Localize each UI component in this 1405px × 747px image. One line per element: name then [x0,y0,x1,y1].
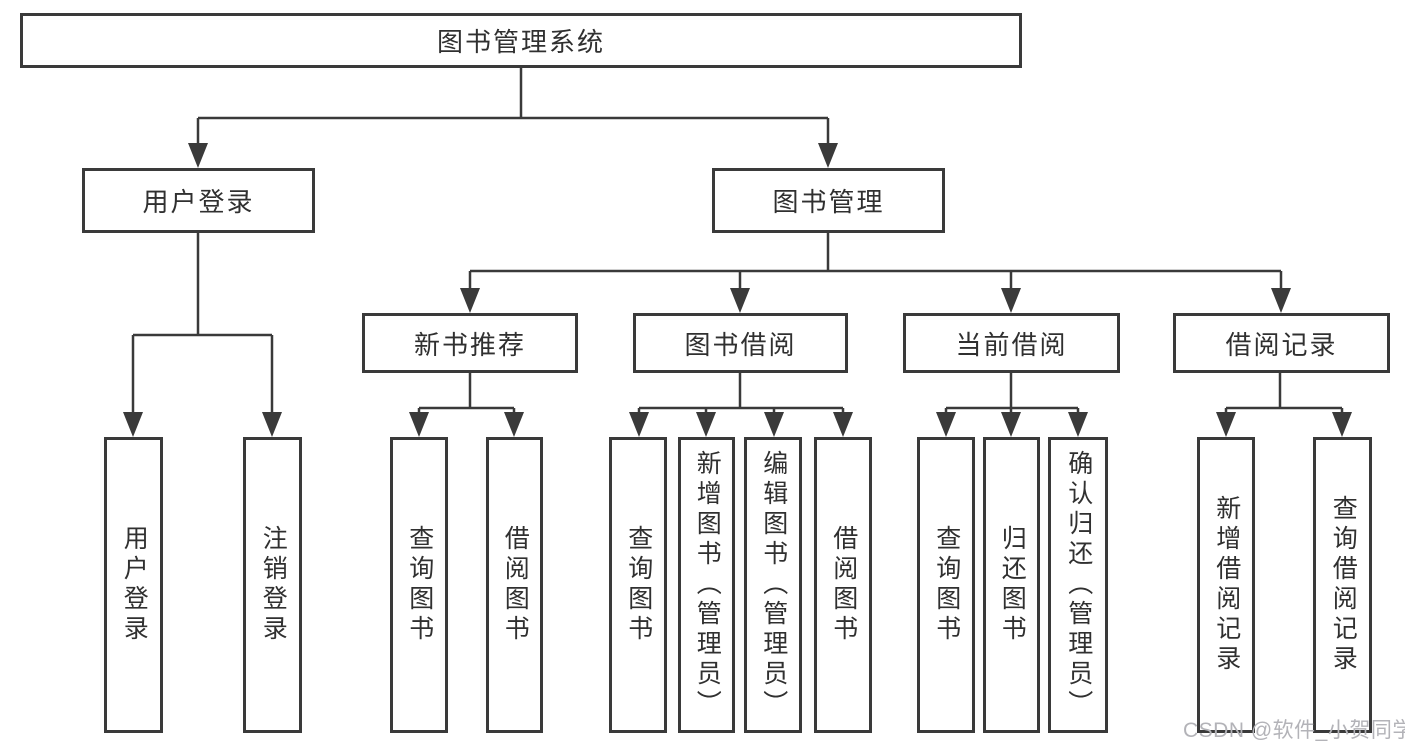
leaf-query-books-1: 查询图书 [390,437,448,733]
leaf-edit-books-admin-label: 编辑图书（管理员） [759,450,788,720]
leaf-query-books-3-label: 查询图书 [932,525,961,645]
leaf-logout-label: 注销登录 [259,525,288,645]
leaf-add-books-admin-label: 新增图书（管理员） [693,450,722,720]
leaf-borrow-books-1-label: 借阅图书 [501,525,530,645]
node-book-borrowing: 图书借阅 [633,313,848,373]
leaf-query-books-3: 查询图书 [917,437,975,733]
connector-borrow-to-leaves [629,373,853,437]
connector-login-to-leaves [123,233,282,437]
leaf-query-books-1-label: 查询图书 [405,525,434,645]
node-library-management-system: 图书管理系统 [20,13,1022,68]
node-current-borrowing: 当前借阅 [903,313,1120,373]
leaf-user-login: 用户登录 [104,437,163,733]
leaf-add-books-admin: 新增图书（管理员） [678,437,735,733]
node-user-login-branch: 用户登录 [82,168,315,233]
leaf-borrow-books-1: 借阅图书 [486,437,543,733]
leaf-query-books-2: 查询图书 [609,437,667,733]
connector-mgmt-to-sections [460,233,1291,313]
connector-current-to-leaves [936,373,1088,437]
leaf-add-borrow-record: 新增借阅记录 [1197,437,1255,733]
leaf-user-login-label: 用户登录 [120,525,149,645]
leaf-edit-books-admin: 编辑图书（管理员） [744,437,802,733]
leaf-confirm-return-admin-label: 确认归还（管理员） [1064,450,1093,720]
connector-records-to-leaves [1216,373,1352,437]
connector-newbook-to-leaves [409,373,524,437]
leaf-confirm-return-admin: 确认归还（管理员） [1048,437,1108,733]
leaf-query-borrow-record-label: 查询借阅记录 [1329,495,1358,675]
leaf-borrow-books-2-label: 借阅图书 [829,525,858,645]
leaf-return-books-label: 归还图书 [998,525,1027,645]
leaf-return-books: 归还图书 [983,437,1040,733]
leaf-add-borrow-record-label: 新增借阅记录 [1212,495,1241,675]
leaf-query-books-2-label: 查询图书 [624,525,653,645]
node-book-management-branch: 图书管理 [712,168,945,233]
node-new-book-recommend: 新书推荐 [362,313,578,373]
leaf-logout: 注销登录 [243,437,302,733]
node-borrowing-records: 借阅记录 [1173,313,1390,373]
connector-root-to-branches [188,68,838,168]
leaf-query-borrow-record: 查询借阅记录 [1313,437,1372,733]
leaf-borrow-books-2: 借阅图书 [814,437,872,733]
csdn-watermark: CSDN @软件_小贺同学 [1183,719,1405,742]
